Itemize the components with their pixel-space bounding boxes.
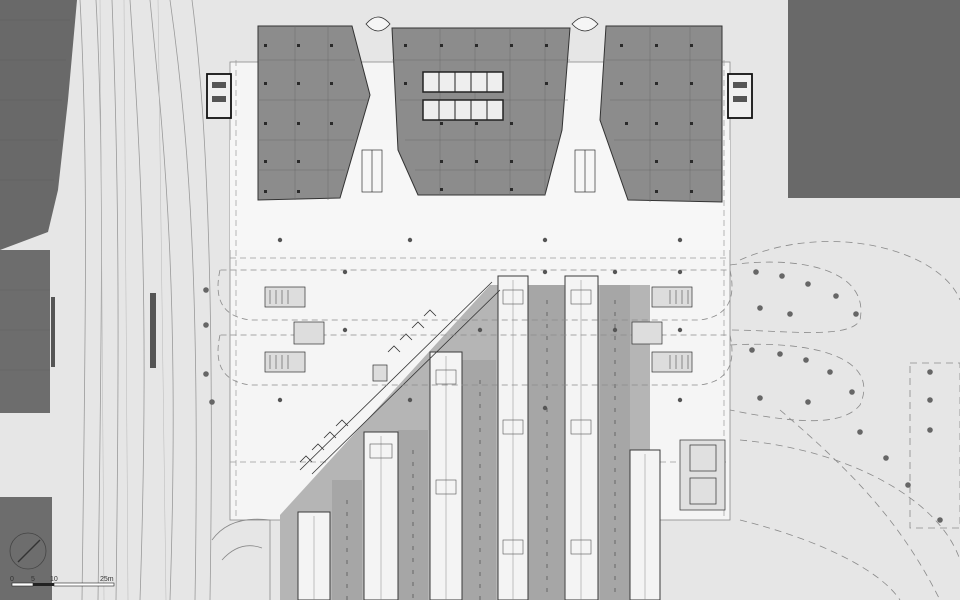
- scale-tick-25m: 25m: [100, 576, 114, 583]
- city-block: [0, 0, 77, 250]
- bus-loop: [729, 241, 960, 600]
- gate-hatch: [269, 290, 689, 369]
- platform-stairs: [369, 289, 592, 555]
- rail-platform-bar: [51, 297, 55, 367]
- building-wing-east: [599, 25, 723, 203]
- scale-tick-5: 5: [31, 576, 35, 583]
- concourse-columns: [277, 237, 683, 411]
- roundabout: [211, 518, 271, 600]
- block-hatch: [0, 19, 70, 371]
- stair-core-detail: [212, 82, 747, 102]
- building-wing-west: [257, 25, 371, 201]
- platform: [564, 275, 599, 600]
- city-block: [788, 0, 960, 198]
- diagonal-walkway: [299, 281, 501, 475]
- entrance-door: [365, 16, 599, 32]
- rail-platform-bar: [150, 293, 156, 368]
- scale-bar: 0 5 10 25m: [10, 576, 115, 587]
- bus-shelter-outline: [909, 362, 960, 529]
- platform-detail: [313, 280, 646, 600]
- rail-corridor: [79, 0, 212, 600]
- east-service-block: [679, 439, 726, 511]
- concourse-loops: [217, 269, 733, 386]
- scale-tick-10: 10: [50, 576, 58, 583]
- building-columns: [264, 44, 693, 193]
- platform-columns: [346, 300, 616, 600]
- lift-core: [422, 71, 504, 121]
- compass-circle: [9, 532, 47, 570]
- north-arrow: [17, 539, 41, 563]
- rail-tracks: [99, 0, 167, 600]
- escalators: [361, 149, 596, 193]
- city-block: [0, 250, 50, 413]
- tree-grid: [203, 269, 943, 523]
- scale-tick-0: 0: [10, 576, 14, 583]
